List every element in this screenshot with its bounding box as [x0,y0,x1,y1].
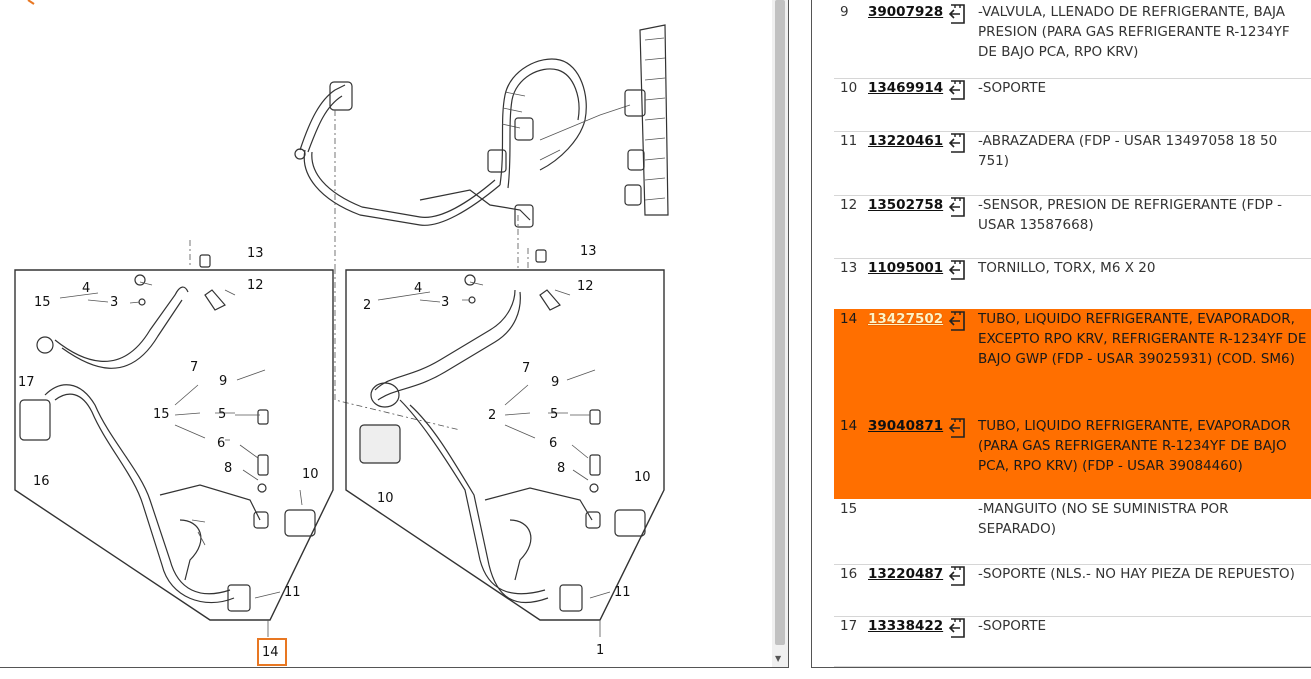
part-row[interactable]: 10 13469914 -SOPORTE [834,78,1311,132]
part-description: -SOPORTE [978,618,1047,634]
part-callout-number: 14 [840,418,858,434]
parts-list-panel: 9 39007928 -VALVULA, LLENADO DE REFRIGERAN… [811,0,1311,668]
part-description: -VALVULA, LLENADO DE REFRIGERANTE, BAJA … [978,4,1290,60]
add-to-cart-icon[interactable] [946,565,968,587]
callout-6[interactable]: 6 [549,436,557,451]
callout-2[interactable]: 2 [488,408,496,423]
callout-8[interactable]: 8 [224,461,232,476]
part-number-link[interactable]: 13427502 [868,311,944,327]
part-callout-number: 9 [840,4,849,20]
part-row[interactable]: 13 11095001 TORNILLO, TORX, M6 X 20 [834,258,1311,310]
part-row[interactable]: 16 13220487 -SOPORTE (NLS.- NO HAY PIEZA D… [834,564,1311,617]
callout-3[interactable]: 3 [110,295,118,310]
part-row[interactable]: 15 -MANGUITO (NO SE SUMINISTRA POR SEPARA… [834,499,1311,565]
callout-3[interactable]: 3 [441,295,449,310]
add-to-cart-icon[interactable] [946,3,968,25]
callout-7[interactable]: 7 [522,361,530,376]
callout-8[interactable]: 8 [557,461,565,476]
callout-6[interactable]: 6 [217,436,225,451]
callout-11[interactable]: 11 [284,585,301,600]
part-number-link[interactable]: 13469914 [868,80,944,96]
callout-4[interactable]: 4 [82,281,90,296]
part-callout-number: 16 [840,566,858,582]
part-number-link[interactable]: 39007928 [868,4,944,20]
add-to-cart-icon[interactable] [946,417,968,439]
part-number-link[interactable]: 13502758 [868,197,944,213]
part-description: TUBO, LIQUIDO REFRIGERANTE, EVAPORADOR, … [978,311,1307,367]
part-callout-number: 14 [840,311,858,327]
part-callout-number: 13 [840,260,858,276]
callout-5[interactable]: 5 [218,407,226,422]
scrollbar-thumb[interactable] [775,0,785,645]
part-number-link[interactable]: 11095001 [868,260,944,276]
panel-gap [789,0,811,679]
callout-16[interactable]: 16 [33,474,50,489]
part-description: -SOPORTE [978,80,1047,96]
add-to-cart-icon[interactable] [946,196,968,218]
part-row[interactable]: 9 39007928 -VALVULA, LLENADO DE REFRIGERAN… [834,2,1311,79]
callout-17[interactable]: 17 [18,375,35,390]
callout-13[interactable]: 13 [580,244,597,259]
part-callout-number: 12 [840,197,858,213]
callout-2[interactable]: 2 [363,298,371,313]
part-description: TORNILLO, TORX, M6 X 20 [978,260,1156,276]
part-description: -MANGUITO (NO SE SUMINISTRA POR SEPARADO… [978,501,1229,537]
callout-10[interactable]: 10 [302,467,319,482]
callout-12[interactable]: 12 [247,278,264,293]
parts-diagram: 13 12 4 15 3 17 7 9 15 5 6 8 16 10 11 14… [14,0,669,666]
part-callout-number: 10 [840,80,858,96]
part-description: -SENSOR, PRESION DE REFRIGERANTE (FDP - … [978,197,1283,233]
part-row[interactable]: 17 13338422 -SOPORTE [834,616,1311,667]
callout-10[interactable]: 10 [634,470,651,485]
callout-1[interactable]: 1 [596,643,604,658]
callout-11[interactable]: 11 [614,585,631,600]
add-to-cart-icon[interactable] [946,310,968,332]
part-number-link[interactable]: 13338422 [868,618,944,634]
callout-15[interactable]: 15 [153,407,170,422]
callout-15[interactable]: 15 [34,295,51,310]
add-to-cart-icon[interactable] [946,617,968,639]
part-number-link[interactable]: 13220461 [868,133,944,149]
callout-13[interactable]: 13 [247,246,264,261]
add-to-cart-icon[interactable] [946,259,968,281]
part-row[interactable]: 11 13220461 -ABRAZADERA (FDP - USAR 134970… [834,131,1311,196]
part-description: -ABRAZADERA (FDP - USAR 13497058 18 50 7… [978,133,1278,169]
callout-9[interactable]: 9 [219,374,227,389]
part-row[interactable]: 12 13502758 -SENSOR, PRESION DE REFRIGERAN… [834,195,1311,259]
variant-box-left [14,254,334,637]
scroll-down-arrow-icon[interactable]: ▼ [775,654,782,663]
part-row[interactable]: 14 39040871 TUBO, LIQUIDO REFRIGERANTE, EV… [834,416,1311,500]
part-row[interactable]: 14 13427502 TUBO, LIQUIDO REFRIGERANTE, EV… [834,309,1311,417]
callout-14[interactable]: 14 [262,645,279,660]
callout-12[interactable]: 12 [577,279,594,294]
add-to-cart-icon[interactable] [946,132,968,154]
callout-7[interactable]: 7 [190,360,198,375]
part-callout-number: 17 [840,618,858,634]
part-description: -SOPORTE (NLS.- NO HAY PIEZA DE REPUESTO… [978,566,1295,582]
diagram-panel: 13 12 4 15 3 17 7 9 15 5 6 8 16 10 11 14… [0,0,773,668]
part-number-link[interactable]: 39040871 [868,418,944,434]
part-callout-number: 11 [840,133,858,149]
callout-14-highlight [257,638,287,666]
callout-9[interactable]: 9 [551,375,559,390]
callout-4[interactable]: 4 [414,281,422,296]
variant-box-right [345,249,665,637]
part-description: TUBO, LIQUIDO REFRIGERANTE, EVAPORADOR (… [978,418,1291,474]
add-to-cart-icon[interactable] [946,79,968,101]
upper-hose-assembly [294,24,669,228]
callout-10[interactable]: 10 [377,491,394,506]
part-callout-number: 15 [840,501,858,517]
part-number-link[interactable]: 13220487 [868,566,944,582]
callout-5[interactable]: 5 [550,407,558,422]
diagram-scrollbar[interactable]: ▼ [772,0,789,668]
